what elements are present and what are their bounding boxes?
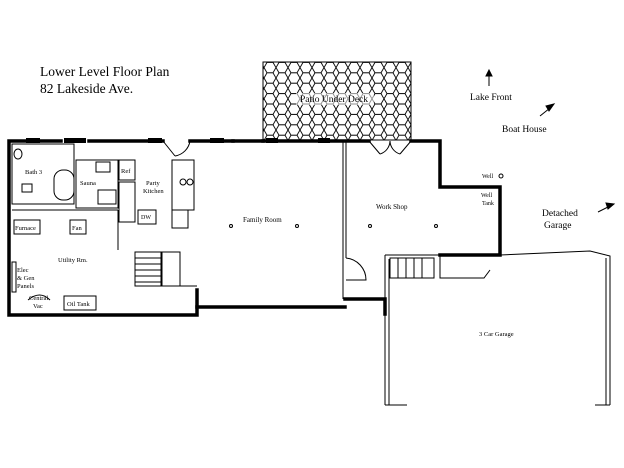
windows xyxy=(26,138,330,143)
boat-house-label: Boat House xyxy=(502,125,547,135)
garage-walls xyxy=(384,250,611,406)
dw-label: DW xyxy=(141,215,151,221)
sauna-label: Sauna xyxy=(80,180,96,187)
entry-door xyxy=(162,140,191,157)
well-tank-label-2: Tank xyxy=(482,201,494,207)
interior-walls xyxy=(11,141,367,311)
plan-title: Lower Level Floor Plan xyxy=(40,64,170,79)
lake-front-label: Lake Front xyxy=(470,93,512,103)
central-vac-label-2: Vac xyxy=(33,303,43,310)
furnace-label: Furnace xyxy=(15,225,36,232)
party-label: Party xyxy=(146,180,160,187)
patio-doors xyxy=(368,140,412,155)
elec-label-3: Panels xyxy=(17,283,34,290)
patio-label: Patio Under Deck xyxy=(300,95,368,105)
ref-label: Ref xyxy=(121,168,131,175)
plan-address: 82 Lakeside Ave. xyxy=(40,81,134,96)
fan-label: Fan xyxy=(72,225,83,232)
elec-label-2: & Gen xyxy=(17,275,35,282)
detached-label: Detached xyxy=(542,209,578,219)
exterior-walls xyxy=(7,139,502,317)
light-fixtures xyxy=(179,173,504,228)
garage-arrow-head xyxy=(605,202,616,210)
work-shop-label: Work Shop xyxy=(376,203,408,211)
patio-under-deck: Patio Under Deck xyxy=(262,61,412,141)
boat-house-arrow-head xyxy=(545,103,556,112)
well-label: Well xyxy=(482,174,494,180)
family-room-label: Family Room xyxy=(243,216,282,224)
elec-label-1: Elec xyxy=(17,267,29,274)
direction-arrows xyxy=(485,68,616,213)
kitchen-label: Kitchen xyxy=(143,188,164,195)
lake-front-arrow-head xyxy=(485,68,493,77)
utility-room-label: Utility Rm. xyxy=(58,257,88,264)
bath-label: Bath 3 xyxy=(25,169,42,176)
well-tank-label-1: Well xyxy=(481,193,493,199)
car-garage-label: 3 Car Garage xyxy=(479,331,514,338)
central-vac-label-1: Central xyxy=(29,295,48,302)
oil-tank-label: Oil Tank xyxy=(67,301,90,308)
garage-label: Garage xyxy=(544,221,571,231)
